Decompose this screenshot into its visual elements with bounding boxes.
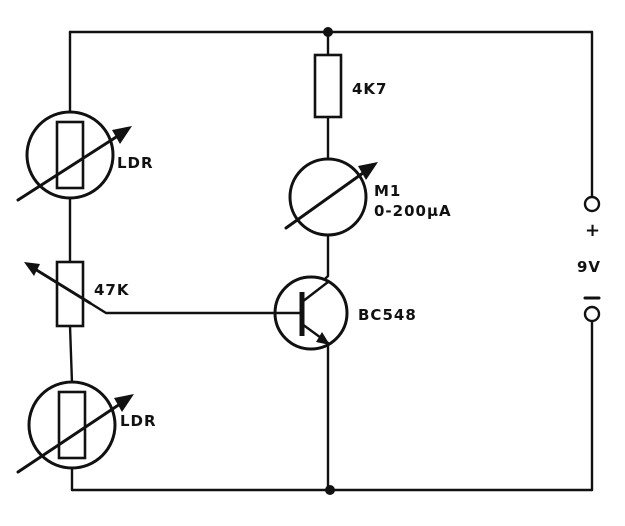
ldr-top-body <box>55 120 85 190</box>
resistor-4k7 <box>313 53 343 119</box>
ldr-bottom-arrowhead <box>114 394 134 412</box>
ldr-bottom-label: LDR <box>120 412 157 430</box>
left-branch-wire-mid-lower <box>68 324 74 385</box>
resistor-label: 4K7 <box>352 80 388 98</box>
battery-plus-terminal <box>583 195 601 213</box>
battery-minus-text: − <box>586 284 587 285</box>
ldr-bottom <box>16 380 134 474</box>
ldr-bottom-body <box>57 390 87 460</box>
ldr-top-label: LDR <box>117 154 154 172</box>
pot-body <box>55 260 85 328</box>
transistor-collector-lead <box>300 280 330 304</box>
junction-dot-top <box>323 27 333 37</box>
ldr-top <box>16 110 132 202</box>
meter-range-label: 0-200µA <box>374 202 452 220</box>
pot-arrow <box>28 264 92 305</box>
pot-label: 47K <box>94 281 130 299</box>
center-wire-emitter <box>303 326 330 492</box>
ldr-top-arrow <box>16 130 126 202</box>
battery-plus-label: + <box>585 220 601 241</box>
base-wire <box>88 301 298 315</box>
junction-dot-bottom <box>325 485 335 495</box>
potentiometer <box>24 260 92 328</box>
ldr-top-arrowhead <box>112 126 132 144</box>
meter-m1 <box>284 157 378 237</box>
transistor-label: BC548 <box>358 306 417 324</box>
pot-arrowhead <box>24 262 40 276</box>
meter-name-label: M1 <box>374 182 401 200</box>
battery-minus-terminal <box>583 305 601 323</box>
meter-arrowhead <box>358 162 378 180</box>
transistor-emitter-arrow <box>316 332 330 345</box>
meter-arrow <box>284 166 372 230</box>
ldr-bottom-arrow <box>16 398 128 474</box>
battery-voltage-label: 9V <box>577 258 601 276</box>
transistor-bc548 <box>273 275 349 351</box>
